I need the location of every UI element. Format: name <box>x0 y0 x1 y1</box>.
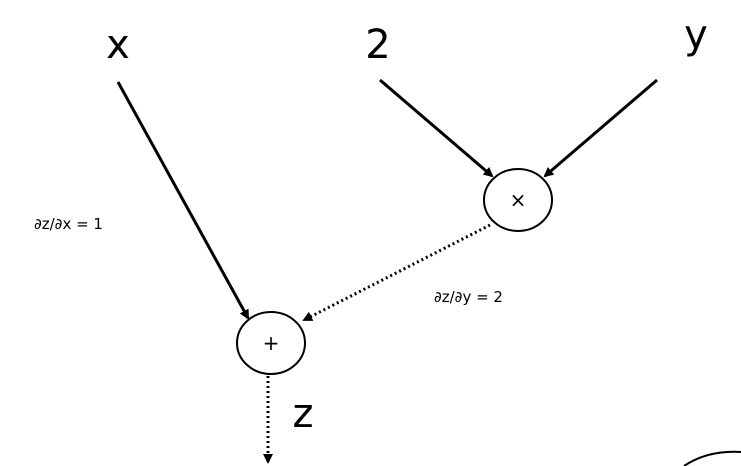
input-x-label: x <box>106 22 130 68</box>
edge-x-to-add <box>116 81 250 320</box>
input-2-label: 2 <box>365 22 390 68</box>
edge-y-to-multiply <box>543 78 658 178</box>
gradient-dz-dy-label: ∂z/∂y = 2 <box>434 288 503 306</box>
output-z-label: z <box>293 391 314 437</box>
multiply-node: × <box>483 168 553 232</box>
add-node: + <box>236 311 306 375</box>
add-symbol: + <box>263 331 280 355</box>
partial-shape <box>683 450 741 466</box>
gradient-dz-dx-label: ∂z/∂x = 1 <box>34 215 103 233</box>
input-y-label: y <box>684 12 708 58</box>
edge-2-to-multiply <box>379 78 494 178</box>
multiply-symbol: × <box>510 188 527 212</box>
